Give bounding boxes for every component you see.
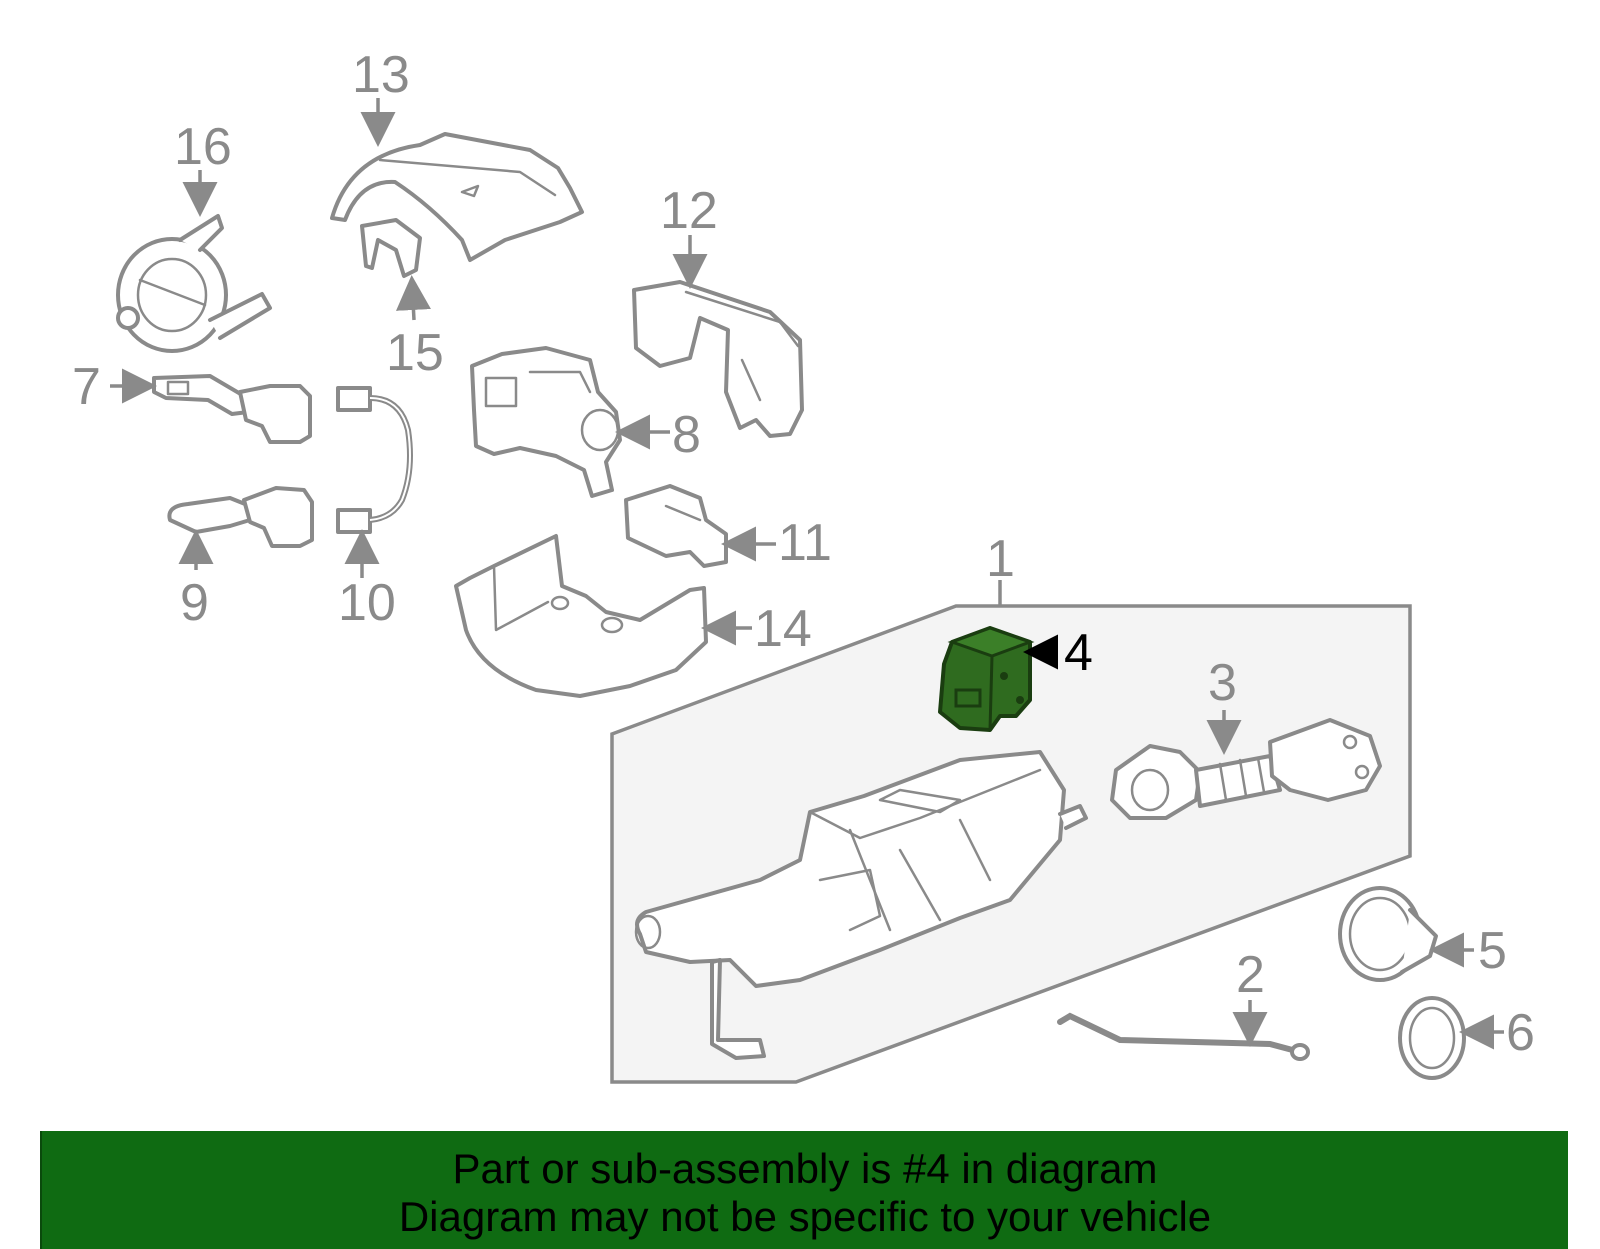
banner-line-part-number: Part or sub-assembly is #4 in diagram xyxy=(452,1145,1158,1192)
upper-shroud-part-13[interactable] xyxy=(330,132,584,262)
callout-4: 4 xyxy=(1064,624,1093,682)
wiper-switch-part-9[interactable] xyxy=(167,486,314,548)
bracket-part-15[interactable] xyxy=(360,218,422,278)
callout-8: 8 xyxy=(672,406,701,464)
boot-part-5[interactable] xyxy=(1338,886,1438,982)
seal-ring-part-6[interactable] xyxy=(1398,996,1466,1080)
banner-line-disclaimer: Diagram may not be specific to your vehi… xyxy=(398,1193,1212,1240)
steering-column-part-1[interactable] xyxy=(634,750,1088,1060)
leader-arrows xyxy=(110,98,1504,1050)
callout-11: 11 xyxy=(778,514,832,572)
bracket-part-11[interactable] xyxy=(624,484,728,568)
parts-diagram: 13 16 15 12 7 8 9 10 11 14 1 4 3 5 2 6 xyxy=(72,46,1535,1084)
turn-signal-switch-part-7[interactable] xyxy=(152,374,312,444)
lock-module-part-4-highlighted[interactable] xyxy=(938,626,1035,732)
switch-housing-part-12[interactable] xyxy=(632,280,804,438)
callout-13: 13 xyxy=(352,46,410,104)
callout-14: 14 xyxy=(754,600,812,658)
callout-1: 1 xyxy=(986,530,1015,588)
clock-spring-part-16[interactable] xyxy=(116,214,272,353)
callout-9: 9 xyxy=(180,574,209,632)
callout-3: 3 xyxy=(1208,654,1237,712)
callout-2: 2 xyxy=(1236,946,1265,1004)
ignition-housing-part-8[interactable] xyxy=(470,346,622,498)
callout-7: 7 xyxy=(72,358,101,416)
callout-5: 5 xyxy=(1478,922,1507,980)
lower-shroud-part-14[interactable] xyxy=(454,534,708,698)
callout-6: 6 xyxy=(1506,1004,1535,1062)
info-banner: Part or sub-assembly is #4 in diagram Di… xyxy=(40,1131,1568,1249)
rod-part-2[interactable] xyxy=(1057,1012,1310,1061)
callout-15: 15 xyxy=(386,324,444,382)
callout-16: 16 xyxy=(174,118,232,176)
callout-10: 10 xyxy=(338,574,396,632)
intermediate-shaft-part-3[interactable] xyxy=(1110,718,1382,820)
wire-harness-part-10[interactable] xyxy=(336,386,413,534)
callout-12: 12 xyxy=(660,182,718,240)
